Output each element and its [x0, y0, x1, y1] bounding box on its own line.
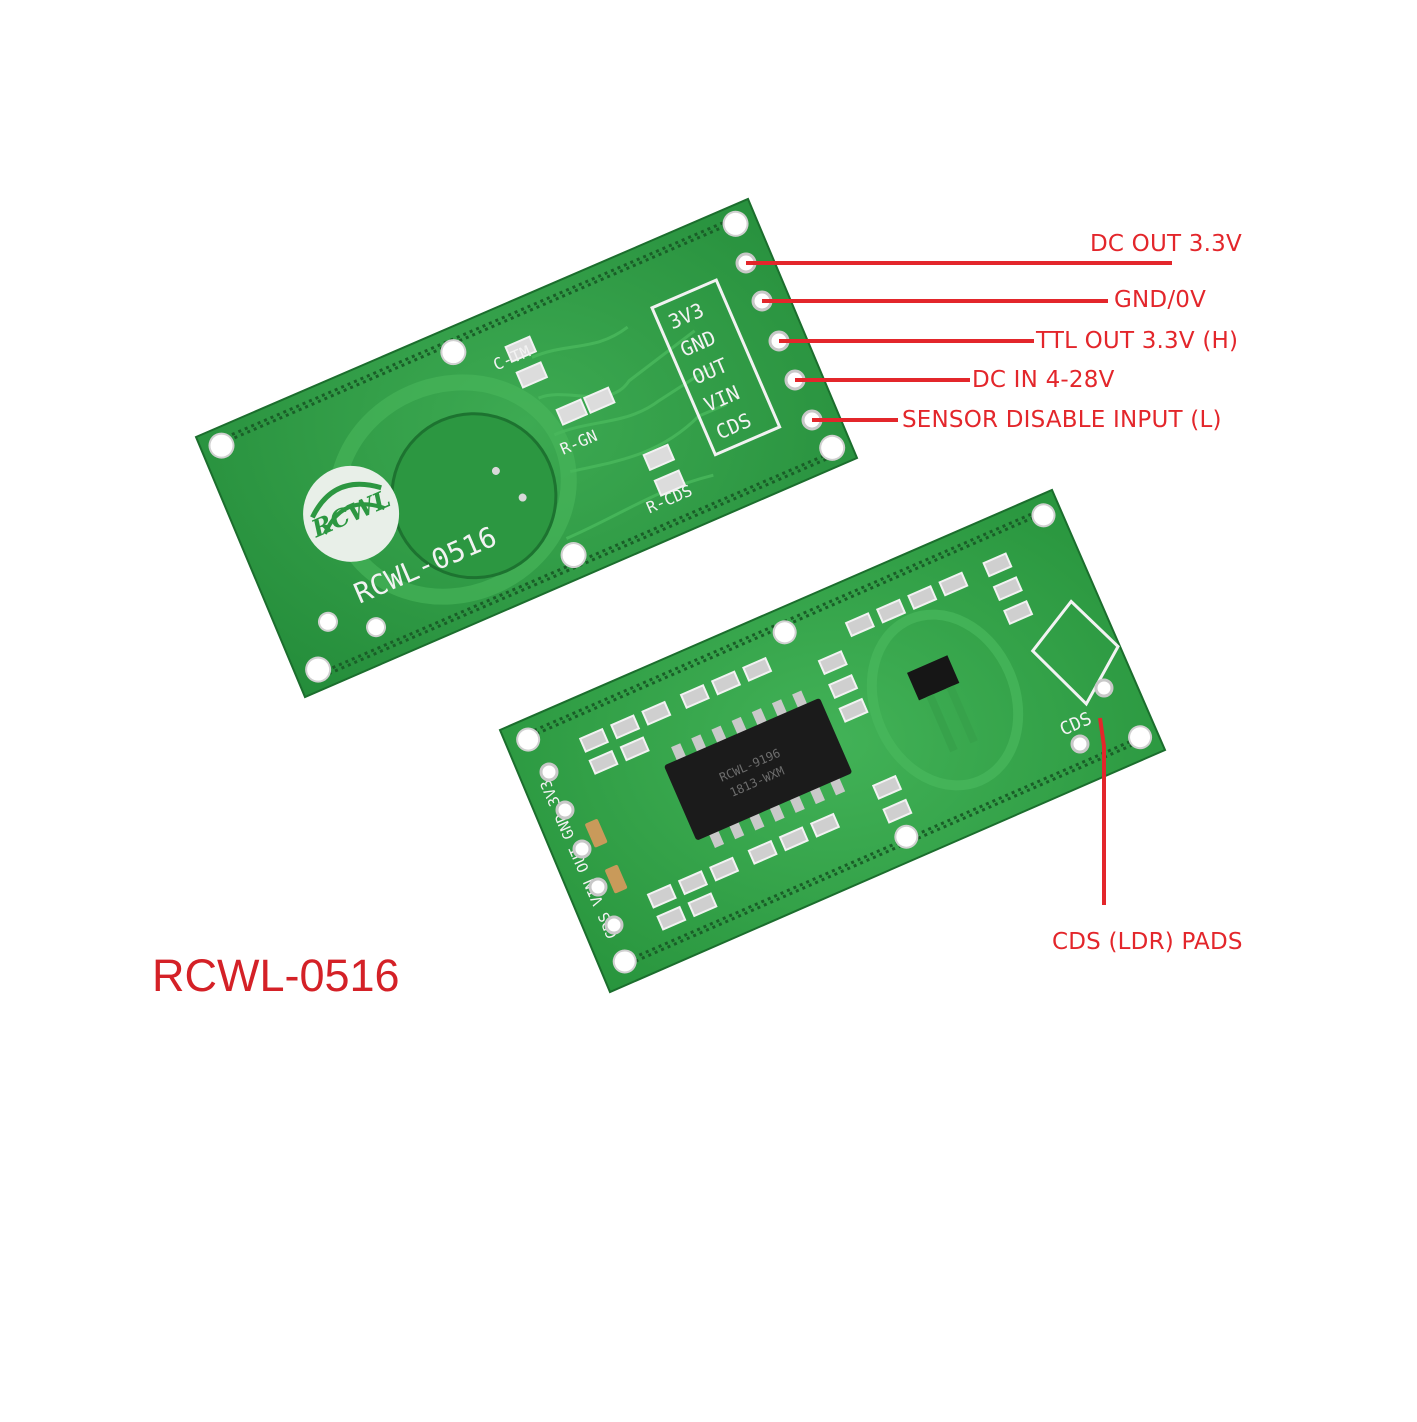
back-smd-parts [578, 552, 1034, 931]
back-mounting-holes [516, 503, 1153, 974]
callout-gnd: GND/0V [1114, 287, 1207, 313]
back-cds-outline [1030, 599, 1120, 707]
back-cds-pads [1070, 678, 1114, 754]
product-caption: RCWL-0516 [152, 950, 400, 1001]
back-ic-chip: RCWL-9196 1813-WXM [664, 690, 852, 849]
back-transistor [907, 655, 978, 753]
rcwl-logo: RCWL [303, 465, 400, 562]
callout-cds-pads: CDS (LDR) PADS [1052, 929, 1243, 955]
front-antenna-disk [390, 412, 558, 580]
callout-lines [746, 261, 1172, 905]
back-pin-pads [539, 762, 624, 935]
back-antenna-loop [866, 609, 1024, 791]
front-board: RCWL RCWL-0516 [194, 197, 859, 699]
callout-dc-in: DC IN 4-28V [972, 367, 1115, 393]
callout-ttl-out: TTL OUT 3.3V (H) [1036, 328, 1239, 354]
front-mounting-holes [208, 210, 846, 683]
callout-line-cds [1098, 717, 1106, 905]
front-pin-box [650, 278, 782, 457]
callout-dc-out: DC OUT 3.3V [1090, 231, 1242, 257]
callout-sensor-disable: SENSOR DISABLE INPUT (L) [902, 407, 1222, 433]
